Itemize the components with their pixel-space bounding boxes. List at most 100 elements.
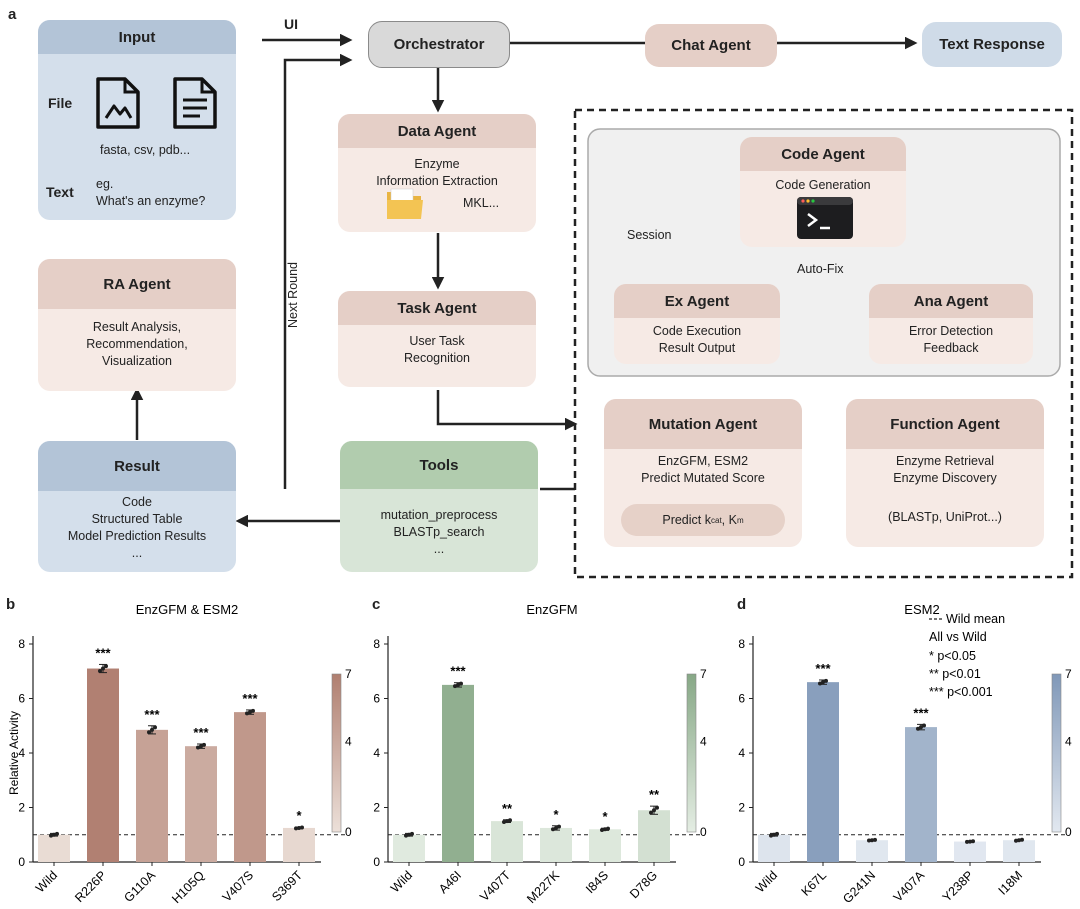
bar-v407s — [234, 712, 266, 862]
bar-g241n — [856, 840, 888, 862]
data-point — [98, 668, 102, 673]
data-point — [554, 825, 558, 830]
significance-mark: *** — [95, 645, 111, 660]
tools-line1: mutation_preprocess — [380, 508, 498, 522]
data-point — [508, 818, 512, 823]
bar-v407t — [491, 821, 523, 862]
y-axis-label: Relative Activity — [7, 711, 21, 795]
y-tick-label: 2 — [738, 801, 745, 815]
data-point — [248, 710, 252, 715]
data-point — [649, 810, 653, 815]
data-point — [772, 832, 776, 837]
data-point — [922, 723, 926, 728]
data-point — [606, 826, 610, 831]
data-point — [49, 833, 53, 838]
x-tick-label: M227K — [524, 868, 562, 906]
x-tick-label: H105Q — [169, 868, 207, 906]
panel-label-d: d — [737, 596, 747, 613]
terminal-icon — [797, 197, 853, 239]
y-tick-label: 0 — [738, 855, 745, 869]
data-point — [199, 744, 203, 749]
y-tick-label: 4 — [18, 746, 25, 760]
auto-fix-label: Auto-Fix — [797, 262, 844, 276]
image-file-icon — [96, 77, 140, 129]
input-title: Input — [38, 20, 236, 54]
legend-wild-mean: Wild mean — [946, 612, 1005, 626]
significance-mark: *** — [913, 705, 929, 720]
x-tick-label: G110A — [121, 868, 158, 905]
colorbar — [1051, 673, 1062, 833]
legend-item: ** p<0.01 — [929, 667, 981, 681]
x-tick-label: V407T — [477, 868, 513, 904]
data-point — [245, 711, 249, 716]
y-tick-label: 8 — [373, 637, 380, 651]
tools-title: Tools — [340, 441, 538, 489]
document-file-icon — [173, 77, 217, 129]
data-point — [55, 831, 59, 836]
x-tick-label: Wild — [388, 868, 415, 895]
chart-title: EnzGFM — [526, 602, 577, 617]
text-example-1: eg. — [96, 177, 114, 191]
tools-line3: ... — [433, 542, 445, 556]
significance-mark: * — [553, 807, 559, 822]
colorbar-tick-label: 0 — [700, 825, 707, 839]
significance-mark: ** — [649, 787, 660, 802]
bar-i84s — [589, 829, 621, 862]
text-example-2: What's an enzyme? — [96, 194, 206, 208]
task-agent-line2: Recognition — [403, 351, 470, 365]
pill-sub-cat: cat — [711, 515, 722, 525]
code-agent-line1: Code Generation — [775, 178, 871, 192]
mutation-agent-line1: EnzGFM, ESM2 — [657, 454, 749, 468]
data-point — [919, 725, 923, 730]
bar-m227k — [540, 827, 572, 862]
colorbar — [686, 673, 697, 833]
ana-agent-line2: Feedback — [923, 341, 979, 355]
data-point — [1020, 837, 1024, 842]
data-point — [202, 742, 206, 747]
y-tick-label: 6 — [373, 692, 380, 706]
data-agent-output: MKL... — [463, 196, 500, 210]
bar-i18m — [1003, 840, 1035, 862]
data-point — [294, 826, 298, 831]
chart-title: EnzGFM & ESM2 — [136, 602, 239, 617]
legend-item: * p<0.05 — [929, 649, 976, 663]
bar-r226p — [87, 668, 119, 862]
y-tick-label: 0 — [373, 855, 380, 869]
legend-item: *** p<0.001 — [929, 685, 993, 699]
result-line1: Code — [122, 495, 152, 509]
session-label: Session — [627, 228, 672, 242]
data-point — [196, 745, 200, 750]
data-point — [251, 708, 255, 713]
y-tick-label: 2 — [373, 801, 380, 815]
ra-agent-title: RA Agent — [38, 259, 236, 309]
function-agent-line1: Enzyme Retrieval — [896, 454, 994, 468]
data-point — [410, 831, 414, 836]
data-point — [603, 827, 607, 832]
bar-k67l — [807, 682, 839, 862]
text-response: Text Response — [922, 22, 1062, 67]
data-agent-title: Data Agent — [338, 114, 536, 148]
x-tick-label: Y238P — [940, 868, 976, 904]
panel-label-b: b — [6, 596, 16, 613]
x-tick-label: I84S — [583, 868, 611, 896]
panel-label-a: a — [8, 6, 17, 23]
ex-agent-line1: Code Execution — [652, 324, 742, 338]
data-point — [407, 832, 411, 837]
x-tick-label: S369T — [269, 868, 305, 904]
colorbar-tick-label: 4 — [700, 735, 707, 749]
ana-agent-line1: Error Detection — [908, 324, 994, 338]
data-point — [557, 824, 561, 829]
ra-agent-line1: Result Analysis, — [92, 320, 182, 334]
ex-agent-title: Ex Agent — [614, 284, 780, 318]
data-point — [775, 831, 779, 836]
data-point — [297, 825, 301, 830]
x-tick-label: Wild — [33, 868, 60, 895]
legend-header: All vs Wild — [929, 630, 987, 644]
